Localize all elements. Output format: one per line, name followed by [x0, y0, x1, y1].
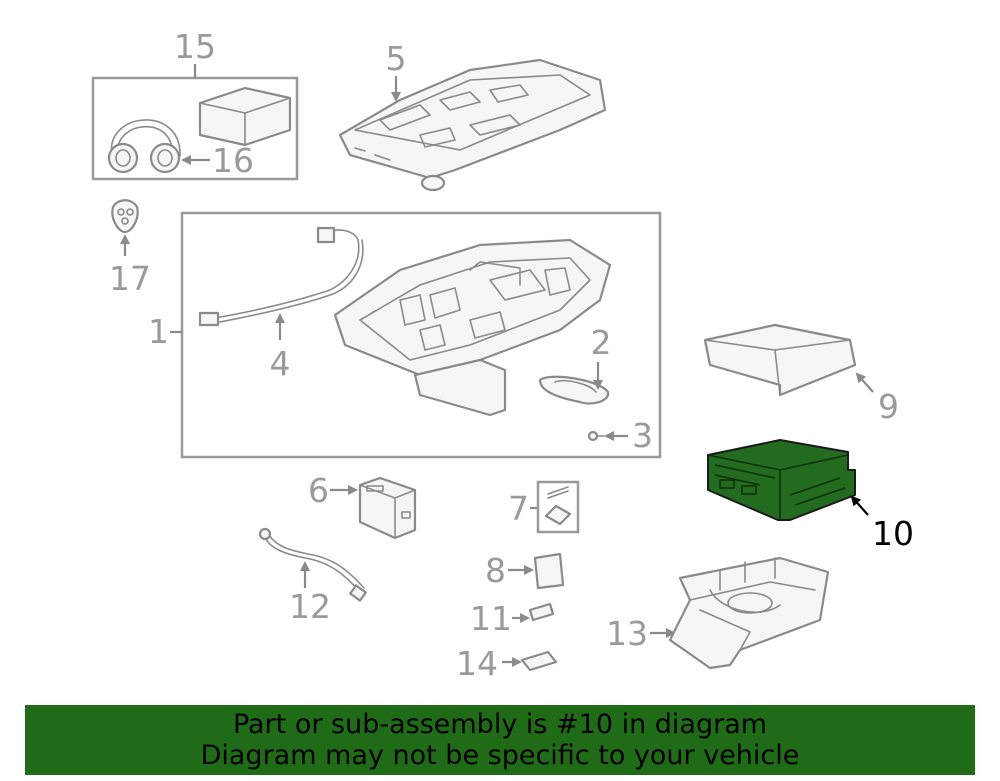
callout-5: 5 — [386, 39, 407, 78]
part-8-pad[interactable] — [533, 552, 565, 590]
callout-7: 7 — [508, 489, 529, 528]
part-1-overhead-console[interactable] — [333, 238, 612, 417]
part-13-lower-bracket[interactable] — [668, 556, 830, 670]
parts-diagram: 15 16 17 5 1 — [91, 27, 914, 683]
part-9-trim-cover[interactable] — [703, 323, 857, 397]
callout-3: 3 — [632, 416, 653, 455]
part-11-clip[interactable] — [528, 602, 555, 622]
callout-4: 4 — [270, 344, 291, 383]
callout-17: 17 — [109, 259, 151, 298]
callout-15: 15 — [174, 27, 216, 66]
callout-11: 11 — [470, 599, 512, 638]
part-4-wire-harness[interactable] — [198, 226, 364, 327]
manual-box-icon — [198, 86, 292, 147]
part-15-headphone-kit[interactable] — [91, 64, 299, 181]
part-14-tape[interactable] — [520, 650, 558, 672]
part-6-receiver[interactable] — [358, 476, 417, 540]
callout-12: 12 — [289, 587, 331, 626]
part-7-clip-kit[interactable] — [536, 480, 580, 534]
banner-line-1: Part or sub-assembly is #10 in diagram — [232, 709, 768, 740]
callout-6: 6 — [308, 471, 329, 510]
banner-line-2: Diagram may not be specific to your vehi… — [200, 740, 800, 771]
part-5-cover-plate[interactable] — [338, 58, 607, 192]
callout-10: 10 — [872, 514, 914, 553]
part-12-cable[interactable] — [258, 527, 367, 602]
callout-2: 2 — [591, 323, 612, 362]
part-10-control-module[interactable] — [707, 439, 856, 521]
callout-13: 13 — [606, 614, 648, 653]
callout-16: 16 — [212, 141, 254, 180]
part-3-screw[interactable] — [587, 430, 605, 442]
part-17-remote[interactable] — [111, 199, 139, 234]
part-1-assembly-frame — [180, 211, 662, 459]
callout-14: 14 — [456, 644, 498, 683]
callout-1: 1 — [148, 312, 169, 351]
callout-8: 8 — [485, 551, 506, 590]
part-2-lens[interactable] — [538, 375, 610, 405]
info-banner: Part or sub-assembly is #10 in diagram D… — [25, 705, 975, 775]
headphones-icon — [107, 119, 181, 174]
callout-9: 9 — [878, 387, 899, 426]
